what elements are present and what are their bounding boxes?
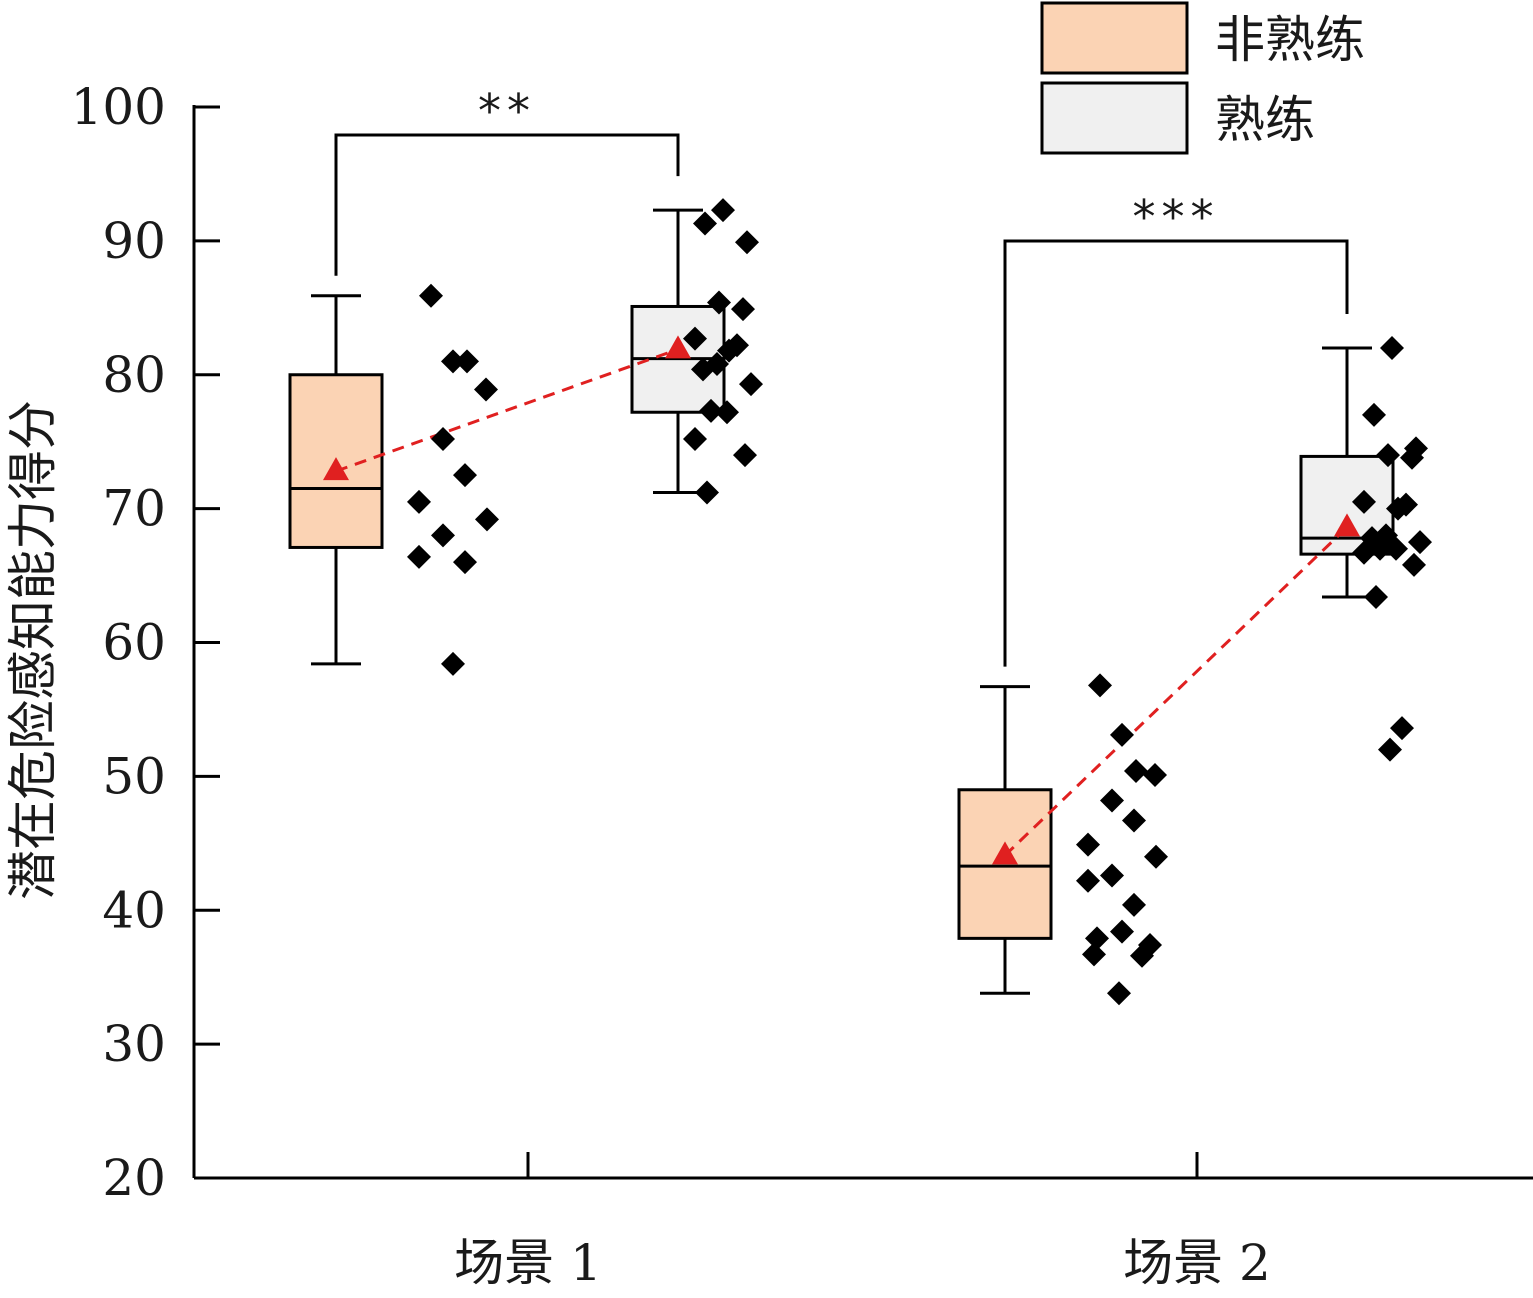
data-point — [1085, 926, 1109, 951]
y-tick-label: 100 — [71, 78, 166, 136]
data-point — [1378, 737, 1402, 762]
data-point — [455, 349, 479, 374]
data-point — [1076, 868, 1100, 893]
data-point — [419, 283, 443, 308]
data-point — [1100, 788, 1124, 813]
data-point — [733, 443, 757, 468]
data-point — [1408, 530, 1432, 555]
data-point — [699, 398, 723, 423]
data-point — [1076, 832, 1100, 857]
data-point — [1144, 844, 1168, 869]
data-point — [1386, 496, 1410, 521]
mean-connector — [1003, 526, 1349, 857]
data-point — [691, 357, 715, 382]
data-point — [441, 349, 465, 374]
data-point — [1100, 863, 1124, 888]
boxes — [288, 208, 1395, 995]
data-point — [407, 489, 431, 514]
data-point — [693, 211, 717, 236]
legend-label: 非熟练 — [1215, 11, 1365, 69]
data-point — [1122, 808, 1146, 833]
data-point — [735, 230, 759, 255]
legend-label: 熟练 — [1215, 91, 1315, 149]
data-point — [1110, 919, 1134, 944]
x-tick-label: 场景 1 — [454, 1234, 602, 1292]
data-point — [1122, 892, 1146, 917]
data-point — [441, 651, 465, 676]
data-point — [1402, 552, 1426, 577]
mean-marker — [992, 841, 1018, 865]
data-point — [475, 507, 499, 532]
data-point — [731, 297, 755, 322]
axes: 20 30 40 50 60 70 80 90 100 场景 1 场景 2 — [71, 78, 1533, 1292]
data-point — [1384, 536, 1408, 561]
y-tick-label: 40 — [102, 881, 166, 939]
data-point — [683, 427, 707, 452]
data-point — [1082, 942, 1106, 967]
data-point — [1390, 716, 1414, 741]
x-tick-label: 场景 2 — [1123, 1234, 1271, 1292]
data-point — [683, 326, 707, 351]
data-point — [1110, 722, 1134, 747]
data-point — [1130, 943, 1154, 968]
data-point — [739, 372, 763, 397]
mean-marker — [1334, 513, 1360, 537]
data-point — [711, 198, 735, 223]
box-novice-1 — [288, 294, 384, 666]
data-point — [431, 523, 455, 548]
significance-label: *** — [1133, 190, 1220, 244]
data-point — [474, 377, 498, 402]
significance-label: ** — [478, 84, 536, 138]
data-point — [715, 400, 739, 425]
data-point — [1088, 673, 1112, 698]
mean-connector-lines — [323, 335, 1360, 865]
data-point — [1352, 489, 1376, 514]
y-tick-label: 80 — [102, 346, 166, 404]
data-point — [1107, 981, 1131, 1006]
legend-swatch — [1040, 1, 1189, 75]
iqr-box — [957, 788, 1053, 940]
significance-bracket — [334, 133, 680, 276]
y-tick-label: 90 — [102, 212, 166, 270]
mean-marker — [665, 335, 691, 359]
legend-swatch — [1040, 81, 1189, 155]
data-points — [407, 198, 1432, 1006]
y-tick-label: 30 — [102, 1015, 166, 1073]
data-point — [453, 550, 477, 575]
data-point — [707, 290, 731, 315]
y-tick-label: 60 — [102, 614, 166, 672]
data-point — [1352, 540, 1376, 565]
y-tick-label: 20 — [102, 1149, 166, 1207]
data-point — [431, 427, 455, 452]
data-point — [1364, 584, 1388, 609]
y-tick-label: 70 — [102, 480, 166, 538]
box-skilled-1 — [630, 208, 726, 495]
data-point — [1362, 402, 1386, 427]
data-point — [453, 463, 477, 488]
data-point — [1400, 445, 1424, 470]
data-point — [407, 544, 431, 569]
mean-connector — [335, 347, 679, 473]
mean-marker — [323, 457, 349, 481]
significance-bracket — [1003, 239, 1349, 667]
significance-brackets: ***** — [334, 84, 1349, 667]
data-point — [1376, 443, 1400, 468]
data-point — [717, 338, 741, 363]
data-point — [1143, 763, 1167, 788]
box-novice-2 — [957, 685, 1053, 995]
data-point — [695, 480, 719, 505]
y-tick-label: 50 — [102, 747, 166, 805]
data-point — [1124, 759, 1148, 784]
data-point — [1380, 335, 1404, 360]
y-axis-label: 潜在危险感知能力得分 — [4, 400, 62, 900]
